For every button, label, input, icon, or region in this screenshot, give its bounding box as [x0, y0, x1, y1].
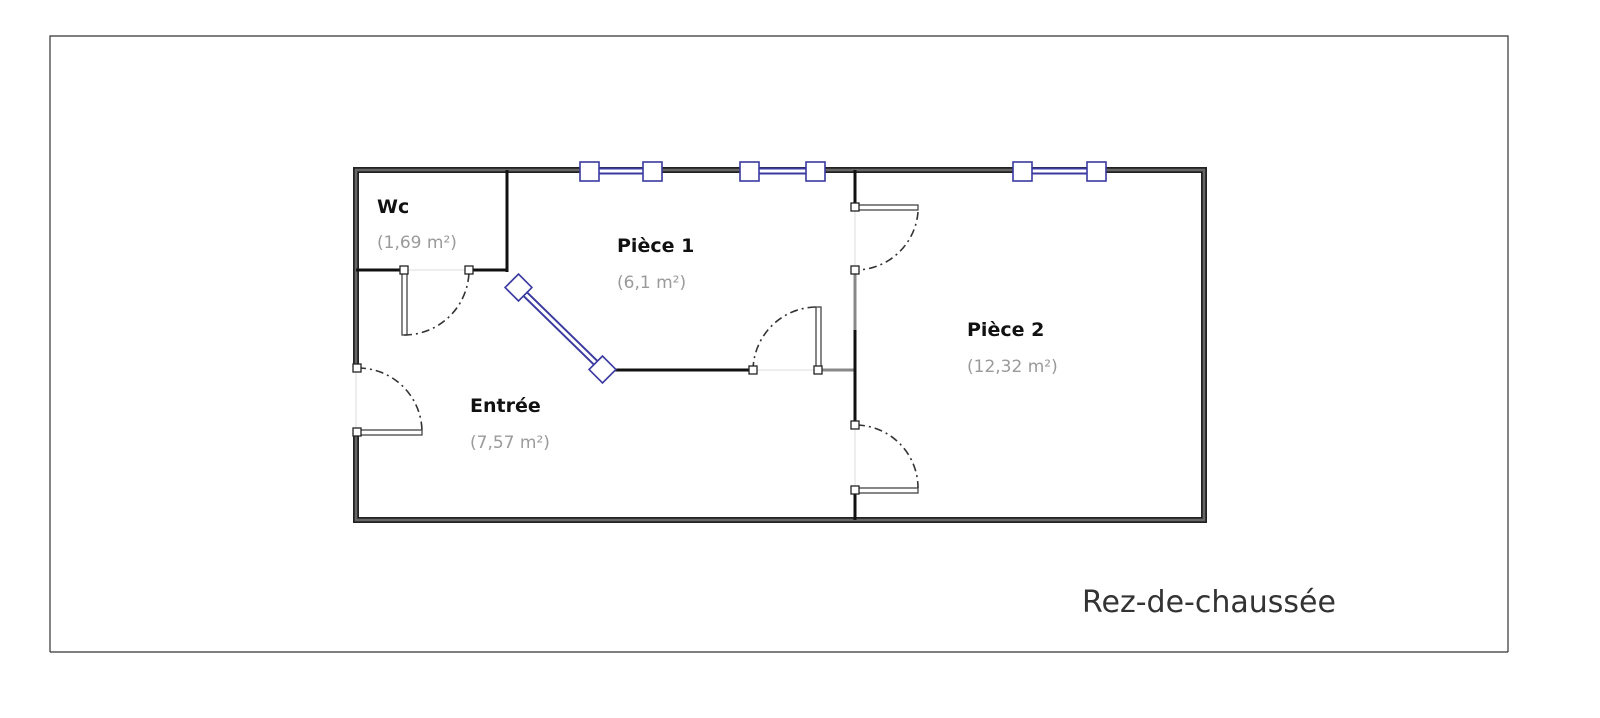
door-entree — [352, 363, 423, 437]
room-area-entree: (7,57 m²) — [470, 433, 550, 453]
outer-walls — [353, 167, 1207, 523]
window-1 — [579, 161, 663, 182]
door-piece2-bottom — [850, 420, 919, 495]
floor-label: Rez-de-chaussée — [1082, 585, 1336, 620]
window-3 — [1012, 161, 1107, 182]
door-piece2-top — [850, 202, 919, 275]
room-labels: Wc (1,69 m²) Pièce 1 (6,1 m²) Entrée (7,… — [377, 196, 1058, 453]
windows — [503, 161, 1107, 385]
frame-border — [49, 35, 1509, 653]
room-name-wc: Wc — [377, 196, 409, 218]
door-piece1 — [748, 306, 823, 375]
window-diagonal — [503, 272, 618, 385]
room-name-piece1: Pièce 1 — [617, 235, 694, 257]
room-area-piece2: (12,32 m²) — [967, 357, 1058, 377]
interior-walls — [355, 170, 857, 520]
window-2 — [739, 161, 826, 182]
room-area-wc: (1,69 m²) — [377, 233, 457, 253]
room-name-entree: Entrée — [470, 395, 541, 417]
door-wc — [399, 265, 474, 336]
room-area-piece1: (6,1 m²) — [617, 273, 686, 293]
doors — [352, 202, 919, 495]
room-name-piece2: Pièce 2 — [967, 319, 1044, 341]
